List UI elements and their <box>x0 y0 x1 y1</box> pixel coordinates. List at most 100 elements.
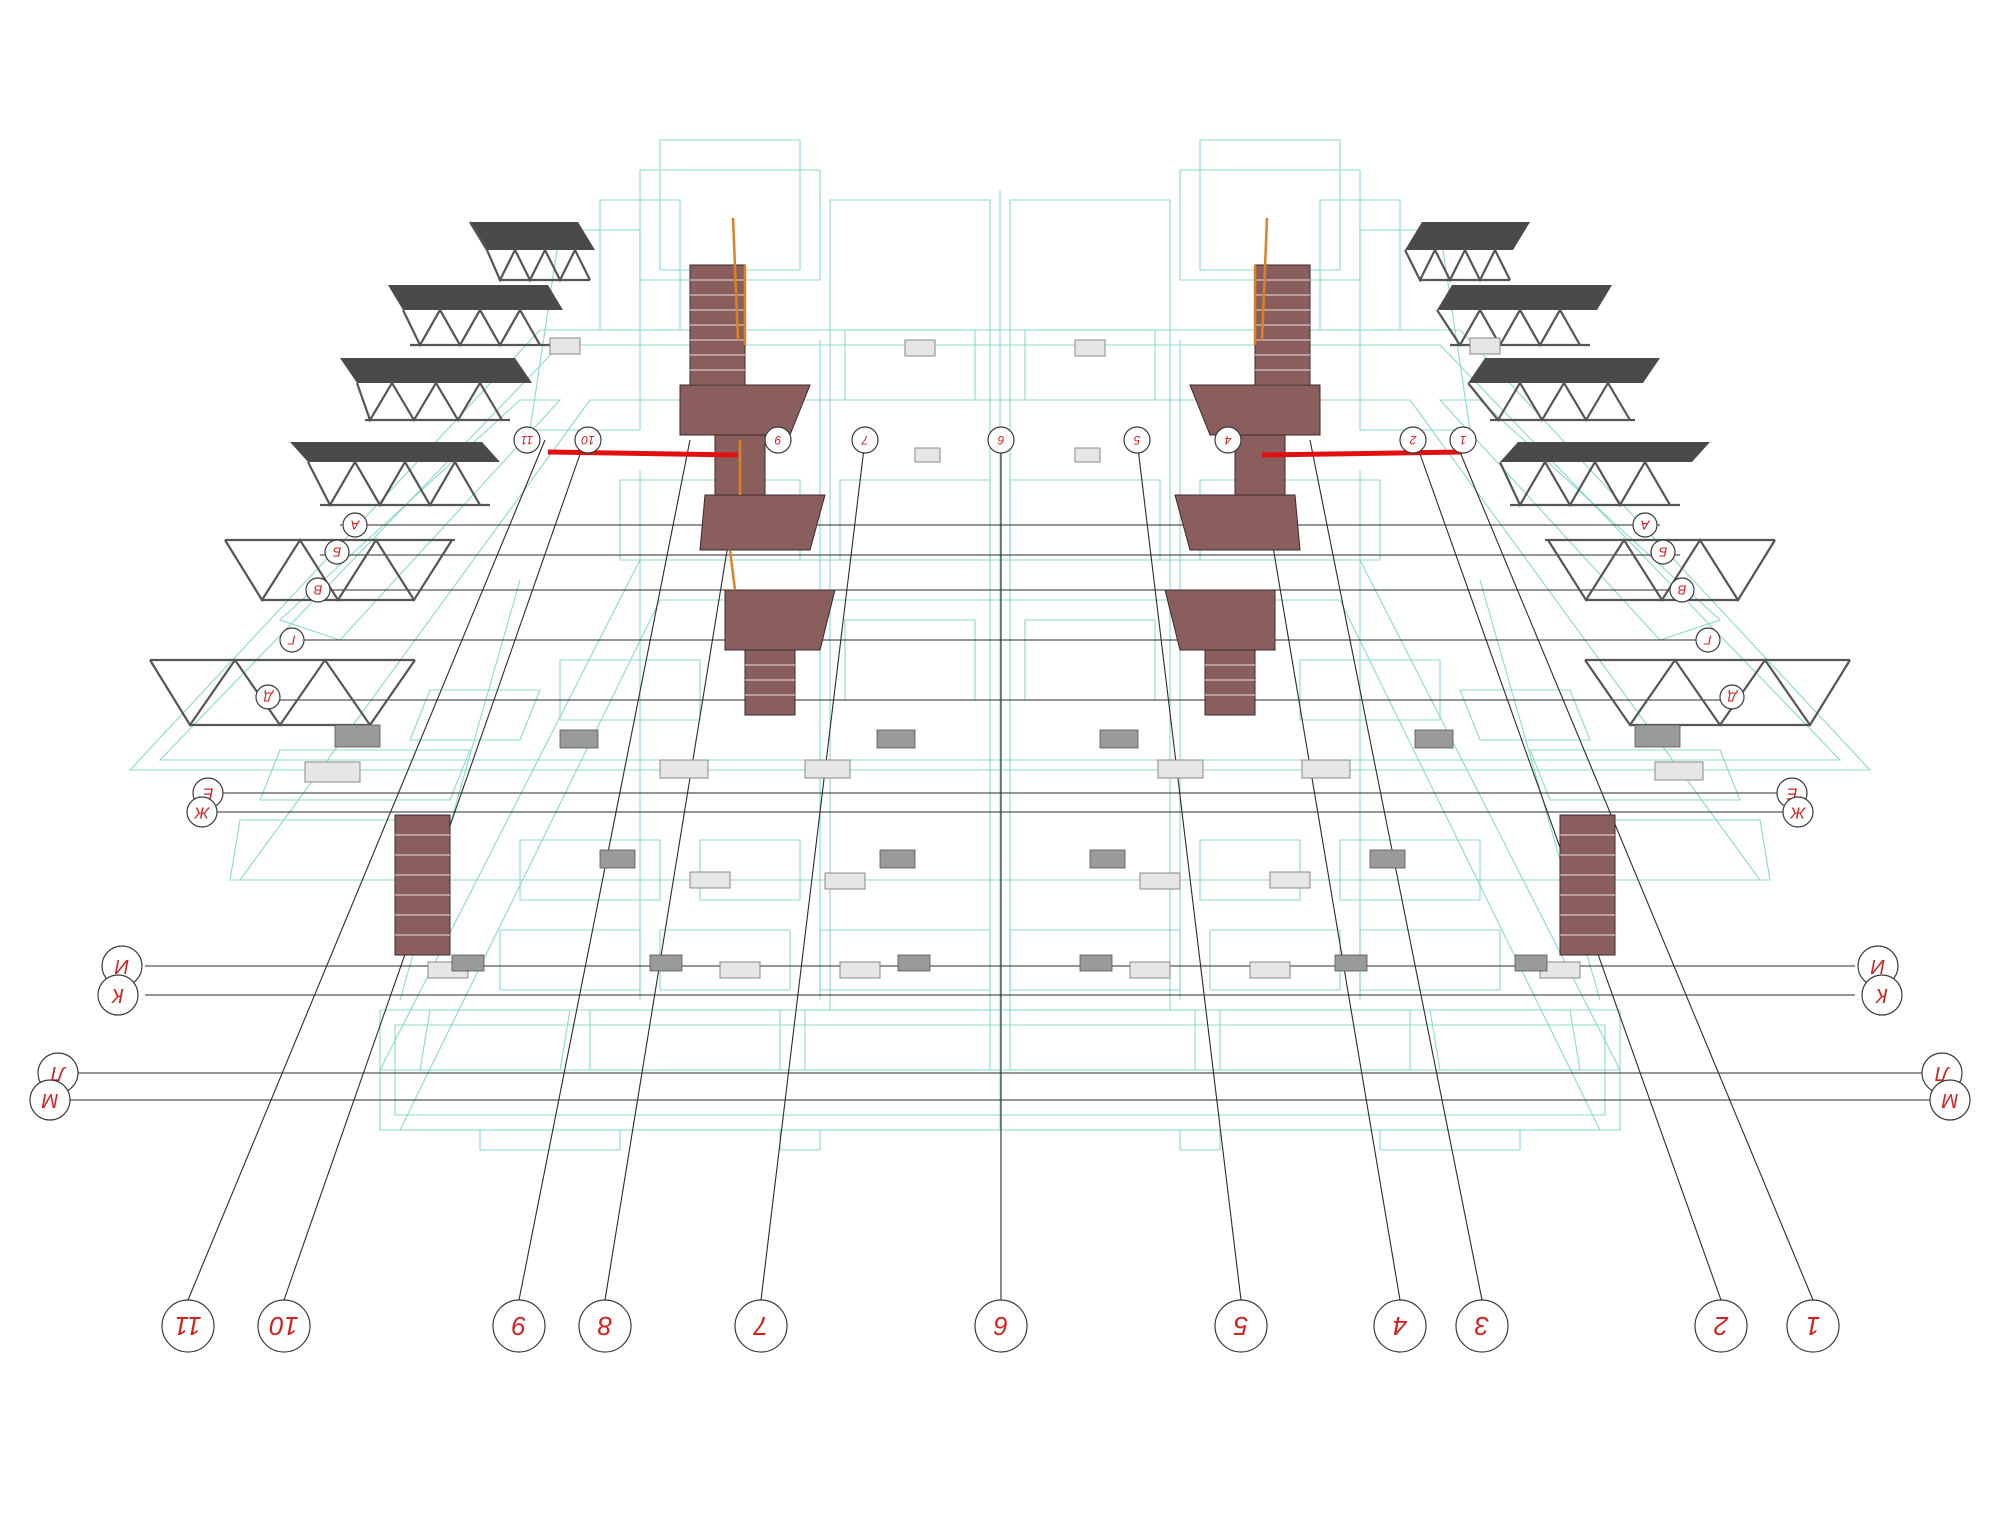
row-axis-bubble-label: М <box>41 1089 58 1111</box>
lower-stairs <box>394 814 1616 956</box>
row-axis-bubble-label: В <box>313 583 322 598</box>
left-stair <box>679 217 836 716</box>
column-axis-bubble: 6 <box>987 426 1015 454</box>
truss-roof <box>1468 358 1660 383</box>
row-axis-bubble-circle <box>29 1079 71 1121</box>
row-axis-bubble-label: И <box>114 955 129 977</box>
column-axis-bubble-circle <box>492 1299 546 1353</box>
row-axis-bubble-label: Л <box>1935 1062 1951 1084</box>
column-axis-bubble-label: 7 <box>752 1311 768 1341</box>
column-axis-bubble-circle <box>574 426 602 454</box>
column-axis-bubble-circle <box>1786 1299 1840 1353</box>
column-axis-bubble: 3 <box>1455 1299 1509 1353</box>
row-axis-bubble-circle <box>1719 684 1745 710</box>
column-axis-bubble: 4 <box>1373 1299 1427 1353</box>
column-axis-bubble-circle <box>734 1299 788 1353</box>
column-axis-bubble-label: 11 <box>175 1311 202 1341</box>
truss-roof <box>340 358 532 383</box>
row-axis-bubble-circle <box>1632 512 1658 538</box>
column-axis-bubble-circle <box>1455 1299 1509 1353</box>
column-axis-bubble-circle <box>1449 426 1477 454</box>
column-axis-bubble: 4 <box>1214 426 1242 454</box>
right-stair <box>1164 217 1321 716</box>
truss-roof <box>1405 222 1530 250</box>
column-axis-bubble-label: 1 <box>1460 433 1467 447</box>
column-axis-bubble: 1 <box>1449 426 1477 454</box>
row-axis-bubble-circle <box>186 796 218 828</box>
row-axis-bubble: В <box>1669 577 1695 603</box>
column-axis-bubble: 6 <box>974 1299 1028 1353</box>
truss-roof <box>1437 285 1612 310</box>
row-axis-bubble-circle <box>1929 1079 1971 1121</box>
row-axis-bubble: А <box>342 512 368 538</box>
row-axis-bubble: Г <box>279 627 305 653</box>
row-axis-bubble-label: Г <box>288 633 296 648</box>
row-axis-bubble-circle <box>1650 539 1676 565</box>
row-axis-bubble: Г <box>1695 627 1721 653</box>
column-axis-bubble-circle <box>1123 426 1151 454</box>
column-axis-bubble-circle <box>578 1299 632 1353</box>
row-axis-bubble-circle <box>255 684 281 710</box>
column-axis-bubble: 7 <box>851 426 879 454</box>
truss-roof <box>470 222 595 250</box>
top-column-axes: 11 10 9 7 6 5 4 2 1 <box>513 426 1477 454</box>
row-axis-bubble: Ж <box>1782 796 1814 828</box>
left-trusses <box>149 221 595 728</box>
column-axis-bubble-circle <box>513 426 541 454</box>
truss-roof <box>388 285 563 310</box>
fixtures <box>304 337 1704 979</box>
column-axis-bubble: 2 <box>1399 426 1427 454</box>
column-axis-bubble: 5 <box>1123 426 1151 454</box>
row-axis-bubble-label: Д <box>1727 690 1738 705</box>
column-axis-bubble-label: 7 <box>860 433 868 447</box>
row-axis-bubble: А <box>1632 512 1658 538</box>
row-axis-bubble-label: В <box>1677 583 1686 598</box>
column-axis-bubble-label: 6 <box>997 433 1004 447</box>
row-axis-bubble: Ж <box>186 796 218 828</box>
truss-roof <box>1500 442 1710 462</box>
column-axis-bubble-label: 9 <box>774 433 781 447</box>
row-axis-bubble-label: Ж <box>193 804 210 821</box>
column-axis-bubble-label: 11 <box>521 433 533 447</box>
column-axis-bubble-label: 3 <box>1474 1311 1489 1341</box>
row-axis-bubble-circle <box>342 512 368 538</box>
row-axis-bubble: К <box>1861 974 1903 1016</box>
building-wireframe <box>128 139 1872 1151</box>
row-axis-bubble: Д <box>1719 684 1745 710</box>
column-axis-bubble-label: 10 <box>269 1311 298 1341</box>
column-axis-bubble-label: 2 <box>1713 1311 1729 1341</box>
column-axis-bubble-circle <box>1399 426 1427 454</box>
column-axis-bubble-circle <box>1214 426 1242 454</box>
row-axis-bubble-circle <box>1669 577 1695 603</box>
row-axis-bubble-circle <box>1861 974 1903 1016</box>
column-axis-bubble: 2 <box>1694 1299 1748 1353</box>
column-axis-bubble-circle <box>851 426 879 454</box>
row-axis-bubble-circle <box>1782 796 1814 828</box>
column-axis-bubble: 9 <box>764 426 792 454</box>
column-axis-bubble-circle <box>987 426 1015 454</box>
column-axis-bubble-label: 6 <box>993 1311 1008 1341</box>
column-axis-bubble: 11 <box>513 426 541 454</box>
row-axis-bubble-label: Л <box>51 1062 67 1084</box>
row-axis-bubble-circle <box>324 539 350 565</box>
row-axis-bubble-label: Е <box>202 785 213 802</box>
row-axis-bubble-label: Г <box>1704 633 1712 648</box>
column-axis-bubble: 8 <box>578 1299 632 1353</box>
column-axis-bubble: 11 <box>161 1299 215 1353</box>
row-axis-bubble-label: Д <box>263 690 274 705</box>
column-axis-bubble-circle <box>1214 1299 1268 1353</box>
column-axis-bubble-circle <box>974 1299 1028 1353</box>
column-axis-bubble: 10 <box>574 426 602 454</box>
column-axis-bubble: 9 <box>492 1299 546 1353</box>
row-axis-bubble-label: Е <box>1786 785 1797 802</box>
row-axis-bubble: К <box>97 974 139 1016</box>
column-axis-bubble-circle <box>257 1299 311 1353</box>
row-axis-bubble: Д <box>255 684 281 710</box>
column-axis-bubble-circle <box>1373 1299 1427 1353</box>
column-axis-bubble: 1 <box>1786 1299 1840 1353</box>
row-axis-bubble-label: К <box>1875 984 1888 1006</box>
